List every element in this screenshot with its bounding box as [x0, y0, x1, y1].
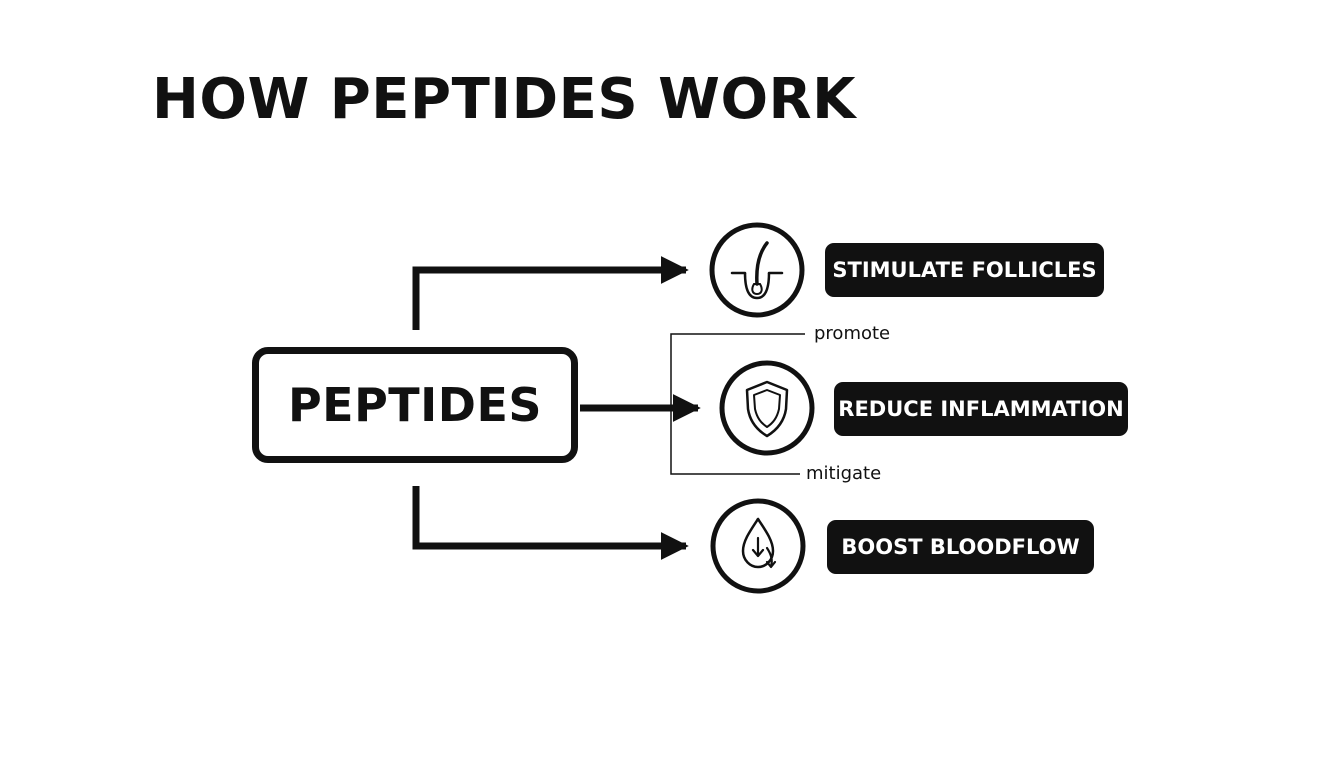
shield-icon [719, 360, 815, 456]
arrow-to-boost-bloodflow [412, 486, 689, 560]
effect-reduce-inflammation: REDUCE INFLAMMATION [834, 382, 1128, 436]
bracket-connector [670, 333, 805, 475]
peptides-box: PEPTIDES [252, 347, 578, 463]
hair-follicle-icon [709, 222, 805, 318]
diagram-title: HOW PEPTIDES WORK [152, 67, 857, 132]
effect-stimulate-follicles: STIMULATE FOLLICLES [825, 243, 1104, 297]
effect-boost-bloodflow: BOOST BLOODFLOW [827, 520, 1094, 574]
connector-label-mitigate: mitigate [806, 463, 882, 484]
blood-drop-icon [710, 498, 806, 594]
connector-label-promote: promote [814, 323, 891, 344]
arrow-to-stimulate-follicles [412, 256, 689, 330]
